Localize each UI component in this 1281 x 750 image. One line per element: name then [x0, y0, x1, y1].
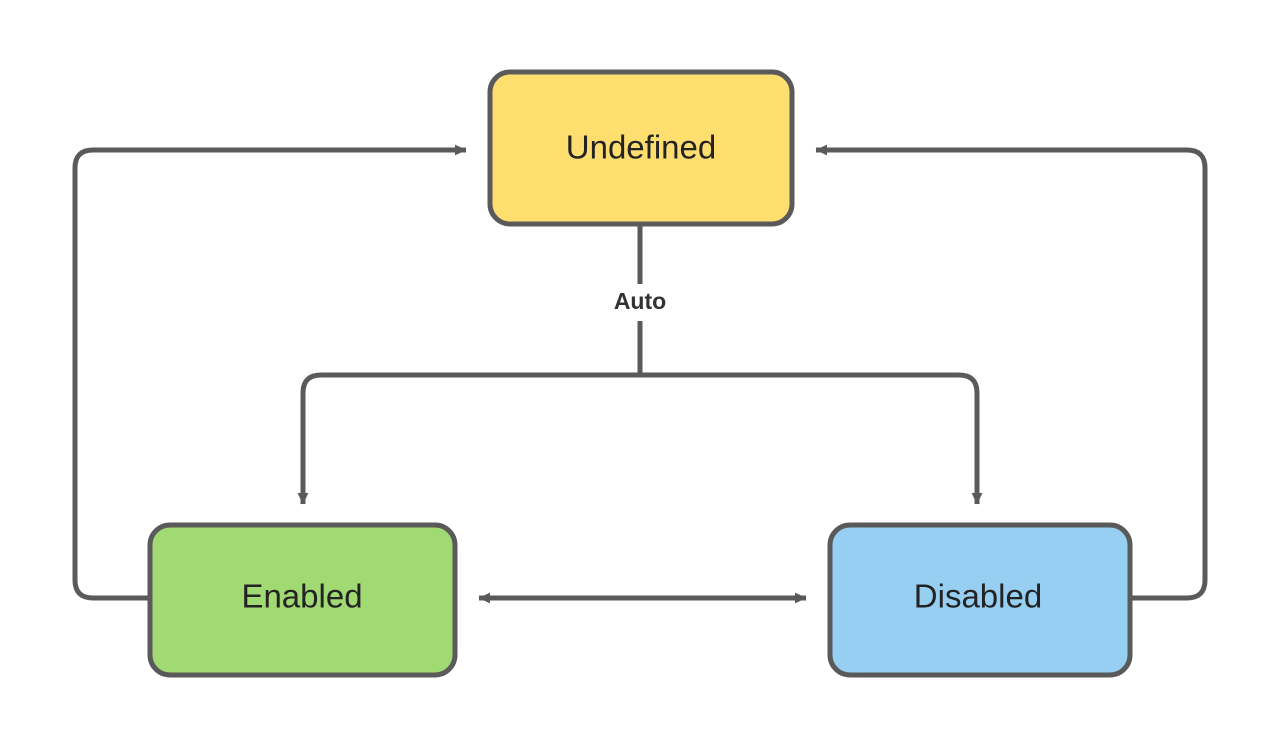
edge-undefined-to-disabled[interactable]: [640, 372, 983, 505]
node-enabled-shape[interactable]: [147, 522, 458, 678]
node-enabled[interactable]: Enabled: [147, 522, 458, 678]
edge-path-undefined-to-disabled: [640, 372, 983, 505]
edge-label-auto-text: Auto: [614, 288, 666, 314]
edge-path-undefined-to-enabled: [297, 372, 640, 505]
node-undefined[interactable]: Undefined: [487, 69, 795, 227]
edge-path-disabled-to-undefined: [815, 144, 1208, 601]
edge-disabled-to-undefined[interactable]: [815, 144, 1208, 601]
edge-enabled-to-undefined[interactable]: [72, 144, 467, 601]
edge-path-enabled-to-undefined: [72, 144, 467, 601]
node-undefined-shape[interactable]: [487, 69, 795, 227]
edge-undefined-to-enabled[interactable]: [297, 372, 640, 505]
node-disabled[interactable]: Disabled: [827, 522, 1133, 678]
edge-label-auto: Auto: [597, 284, 683, 321]
node-enabled-label: Enabled: [241, 578, 362, 615]
node-undefined-label: Undefined: [566, 129, 716, 166]
node-disabled-shape[interactable]: [827, 522, 1133, 678]
edge-label-auto-background: [597, 284, 683, 321]
node-disabled-label: Disabled: [914, 578, 1042, 615]
